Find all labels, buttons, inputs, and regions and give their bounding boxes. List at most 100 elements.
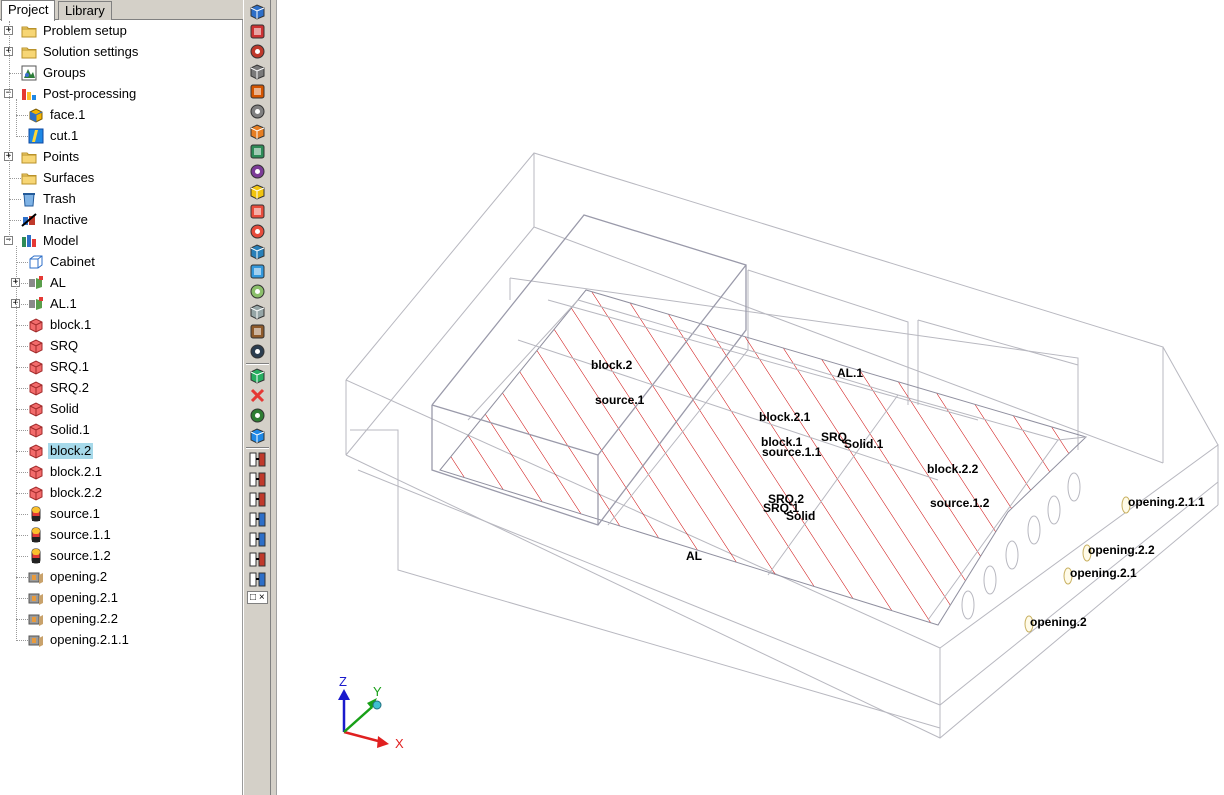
tab-project[interactable]: Project xyxy=(1,0,56,21)
create-source-button[interactable] xyxy=(248,122,267,141)
tree-item-surfaces[interactable]: Surfaces xyxy=(0,168,243,189)
tree-item-al[interactable]: +AL xyxy=(0,273,243,294)
scene-label-block-1[interactable]: block.1 xyxy=(761,435,803,449)
create-cable-button[interactable] xyxy=(248,342,267,361)
scene-label-solid[interactable]: Solid xyxy=(786,509,815,523)
tree-item-opening-2-1-1[interactable]: opening.2.1.1 xyxy=(0,630,243,651)
copy-object-button[interactable] xyxy=(248,426,267,445)
tree-item-solid-1[interactable]: Solid.1 xyxy=(0,420,243,441)
scene-label-al[interactable]: AL xyxy=(686,549,702,563)
scene-label-srq-2[interactable]: SRQ.2 xyxy=(768,492,804,506)
scene-label-source-1[interactable]: source.1 xyxy=(595,393,645,407)
create-plate-button[interactable] xyxy=(248,182,267,201)
create-heatsink-button[interactable] xyxy=(248,302,267,321)
scene-label-srq[interactable]: SRQ xyxy=(821,430,847,444)
create-blower-button[interactable] xyxy=(248,262,267,281)
toolbar-float-close-icon[interactable]: □ × xyxy=(247,591,268,604)
tree-item-srq-2[interactable]: SRQ.2 xyxy=(0,378,243,399)
tree-item-label: Surfaces xyxy=(43,170,95,185)
tree-item-srq-1[interactable]: SRQ.1 xyxy=(0,357,243,378)
tree-item-trash[interactable]: Trash xyxy=(0,189,243,210)
tree-item-source-1[interactable]: source.1 xyxy=(0,504,243,525)
tree-item-source-1-1[interactable]: source.1.1 xyxy=(0,525,243,546)
tree-item-inactive[interactable]: Inactive xyxy=(0,210,243,231)
scene-label-opening-2-2[interactable]: opening.2.2 xyxy=(1088,543,1155,557)
create-wall-button[interactable] xyxy=(248,102,267,121)
create-pcb-button[interactable] xyxy=(248,142,267,161)
scene-label-srq-1[interactable]: SRQ.1 xyxy=(763,501,799,515)
align-horizontal-button[interactable] xyxy=(248,530,267,549)
tree-item-post-processing[interactable]: −Post-processing xyxy=(0,84,243,105)
expand-toggle-icon[interactable]: + xyxy=(4,46,13,56)
move-object-button[interactable] xyxy=(248,406,267,425)
create-assembly-button[interactable] xyxy=(248,2,267,21)
match-size-button[interactable] xyxy=(248,550,267,569)
scene-label-opening-2-1[interactable]: opening.2.1 xyxy=(1070,566,1137,580)
scene-label-opening-2-1-1[interactable]: opening.2.1.1 xyxy=(1128,495,1205,509)
tree-item-opening-2-1[interactable]: opening.2.1 xyxy=(0,588,243,609)
expand-toggle-icon[interactable]: + xyxy=(4,25,13,35)
scene-label-source-1-1[interactable]: source.1.1 xyxy=(762,445,822,459)
scene-label-block-2-2[interactable]: block.2.2 xyxy=(927,462,979,476)
tree-item-opening-2-2[interactable]: opening.2.2 xyxy=(0,609,243,630)
scene-label-block-2-1[interactable]: block.2.1 xyxy=(759,410,811,424)
tree-item-opening-2[interactable]: opening.2 xyxy=(0,567,243,588)
tree-item-block-2[interactable]: block.2 xyxy=(0,441,243,462)
tree-item-srq[interactable]: SRQ xyxy=(0,336,243,357)
tree-item-block-2-1[interactable]: block.2.1 xyxy=(0,462,243,483)
groups-icon xyxy=(21,65,37,81)
create-resistance-button[interactable] xyxy=(248,282,267,301)
tree-connector xyxy=(16,535,28,536)
tree-item-model[interactable]: −Model xyxy=(0,231,243,252)
collapse-toggle-icon[interactable]: − xyxy=(4,88,13,98)
delete-object-button[interactable] xyxy=(248,386,267,405)
tree-item-solution-settings[interactable]: +Solution settings xyxy=(0,42,243,63)
create-network-button[interactable] xyxy=(248,22,267,41)
tab-library[interactable]: Library xyxy=(58,1,112,20)
project-panel: Project Library +Problem setup+Solution … xyxy=(0,0,243,795)
scene-label-block-2[interactable]: block.2 xyxy=(591,358,633,372)
tree-item-block-2-2[interactable]: block.2.2 xyxy=(0,483,243,504)
scene-label-solid-1[interactable]: Solid.1 xyxy=(844,437,884,451)
create-enclosure-button[interactable] xyxy=(248,162,267,181)
scene-label-al-1[interactable]: AL.1 xyxy=(837,366,863,380)
tree-item-problem-setup[interactable]: +Problem setup xyxy=(0,21,243,42)
create-opening-button[interactable] xyxy=(248,62,267,81)
create-wall-red-button[interactable] xyxy=(248,202,267,221)
tree-item-points[interactable]: +Points xyxy=(0,147,243,168)
expand-toggle-icon[interactable]: + xyxy=(11,277,20,287)
create-heat-exchanger-button[interactable] xyxy=(248,42,267,61)
scene-label-opening-2[interactable]: opening.2 xyxy=(1030,615,1087,629)
tree-item-solid[interactable]: Solid xyxy=(0,399,243,420)
scene-label-source-1-2[interactable]: source.1.2 xyxy=(930,496,990,510)
tree-item-al-1[interactable]: +AL.1 xyxy=(0,294,243,315)
align-face-button[interactable] xyxy=(248,450,267,469)
tree-item-cut-1[interactable]: cut.1 xyxy=(0,126,243,147)
tree-item-groups[interactable]: Groups xyxy=(0,63,243,84)
tree-item-label: opening.2.1 xyxy=(50,590,118,605)
edit-object-button[interactable] xyxy=(248,366,267,385)
move-object-icon xyxy=(250,408,265,423)
tree-item-source-1-2[interactable]: source.1.2 xyxy=(0,546,243,567)
base-edge xyxy=(357,469,1219,706)
create-fan-button[interactable] xyxy=(248,242,267,261)
match-face-button[interactable] xyxy=(248,570,267,589)
tree-item-face-1[interactable]: face.1 xyxy=(0,105,243,126)
toolbar-splitter[interactable] xyxy=(271,0,277,795)
align-vertical-button[interactable] xyxy=(248,510,267,529)
expand-toggle-icon[interactable]: + xyxy=(4,151,13,161)
create-grille-button[interactable] xyxy=(248,82,267,101)
expand-toggle-icon[interactable]: + xyxy=(11,298,20,308)
frame-edge xyxy=(607,349,899,526)
create-block-button[interactable] xyxy=(248,222,267,241)
collapse-toggle-icon[interactable]: − xyxy=(4,235,13,245)
align-vertical-icon xyxy=(249,512,266,527)
align-center-button[interactable] xyxy=(248,490,267,509)
tree-connector xyxy=(16,388,28,389)
create-package-button[interactable] xyxy=(248,322,267,341)
align-edge-button[interactable] xyxy=(248,470,267,489)
tree-item-block-1[interactable]: block.1 xyxy=(0,315,243,336)
tree-item-cabinet[interactable]: Cabinet xyxy=(0,252,243,273)
